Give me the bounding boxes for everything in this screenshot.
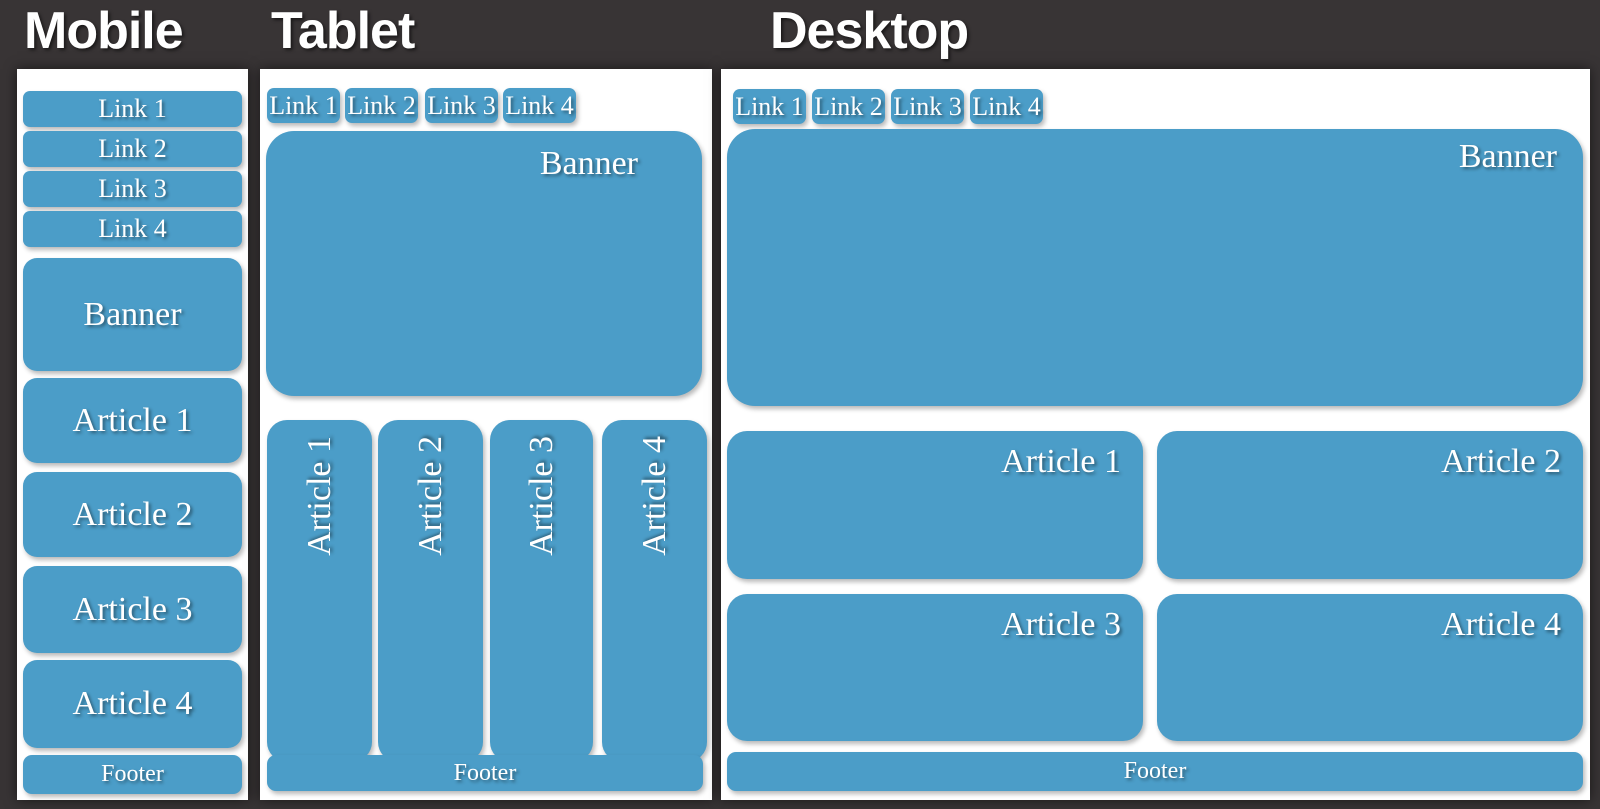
tablet-title: Tablet xyxy=(271,2,415,60)
desktop-link-2-label: Link 2 xyxy=(814,91,883,121)
mobile-banner-label: Banner xyxy=(83,295,182,333)
mobile-article-4-label: Article 4 xyxy=(72,685,193,722)
desktop-article-3-label: Article 3 xyxy=(1001,606,1121,643)
tablet-article-2-label: Article 2 xyxy=(411,436,449,556)
mobile-link-3: Link 3 xyxy=(23,171,242,207)
desktop-link-3: Link 3 xyxy=(891,89,964,124)
desktop-title: Desktop xyxy=(770,2,969,60)
tablet-article-1: Article 1 xyxy=(267,420,372,762)
desktop-banner: Banner xyxy=(727,129,1583,406)
mobile-title: Mobile xyxy=(24,2,184,60)
mobile-link-2: Link 2 xyxy=(23,131,242,167)
tablet-banner: Banner xyxy=(266,131,702,396)
desktop-article-2: Article 2 xyxy=(1157,431,1583,579)
tablet-link-2-label: Link 2 xyxy=(347,90,416,120)
desktop-link-1-label: Link 1 xyxy=(735,91,804,121)
desktop-link-4: Link 4 xyxy=(970,89,1043,124)
desktop-article-2-label: Article 2 xyxy=(1441,443,1561,480)
desktop-article-4: Article 4 xyxy=(1157,594,1583,741)
mobile-link-1: Link 1 xyxy=(23,91,242,127)
tablet-article-4: Article 4 xyxy=(602,420,707,762)
mobile-article-4: Article 4 xyxy=(23,660,242,748)
tablet-link-3-label: Link 3 xyxy=(427,90,496,120)
desktop-article-1: Article 1 xyxy=(727,431,1143,579)
tablet-article-4-label: Article 4 xyxy=(635,436,673,556)
tablet-link-1-label: Link 1 xyxy=(269,90,338,120)
tablet-article-3: Article 3 xyxy=(490,420,593,762)
desktop-article-3: Article 3 xyxy=(727,594,1143,741)
mobile-link-3-label: Link 3 xyxy=(98,174,167,203)
desktop-article-1-label: Article 1 xyxy=(1001,443,1121,480)
tablet-footer: Footer xyxy=(267,755,703,791)
desktop-link-2: Link 2 xyxy=(812,89,885,124)
mobile-banner: Banner xyxy=(23,258,242,371)
desktop-banner-label: Banner xyxy=(1458,138,1557,175)
desktop-panel: Link 1 Link 2 Link 3 Link 4 Banner Artic… xyxy=(721,69,1590,800)
mobile-footer-label: Footer xyxy=(101,761,164,787)
tablet-article-1-label: Article 1 xyxy=(300,436,338,556)
desktop-link-1: Link 1 xyxy=(733,89,806,124)
mobile-article-1-label: Article 1 xyxy=(72,401,193,439)
desktop-article-4-label: Article 4 xyxy=(1441,606,1561,643)
tablet-article-3-label: Article 3 xyxy=(522,436,560,556)
desktop-footer-label: Footer xyxy=(1123,758,1187,784)
mobile-link-1-label: Link 1 xyxy=(98,94,167,123)
mobile-link-2-label: Link 2 xyxy=(98,134,167,163)
tablet-link-1: Link 1 xyxy=(267,88,340,123)
tablet-footer-label: Footer xyxy=(453,759,517,786)
mobile-panel: Link 1 Link 2 Link 3 Link 4 Banner Artic… xyxy=(17,69,248,800)
desktop-link-3-label: Link 3 xyxy=(893,91,962,121)
tablet-article-2: Article 2 xyxy=(378,420,483,762)
tablet-link-2: Link 2 xyxy=(345,88,418,123)
desktop-link-4-label: Link 4 xyxy=(972,91,1041,121)
mobile-article-3-label: Article 3 xyxy=(72,590,193,628)
tablet-link-4: Link 4 xyxy=(503,88,576,123)
tablet-banner-label: Banner xyxy=(539,145,638,182)
tablet-link-3: Link 3 xyxy=(425,88,498,123)
mobile-article-2: Article 2 xyxy=(23,472,242,557)
mobile-article-2-label: Article 2 xyxy=(72,495,193,533)
mobile-article-3: Article 3 xyxy=(23,566,242,653)
mobile-article-1: Article 1 xyxy=(23,378,242,463)
desktop-footer: Footer xyxy=(727,752,1583,791)
tablet-panel: Link 1 Link 2 Link 3 Link 4 Banner Artic… xyxy=(260,69,712,800)
mobile-link-4: Link 4 xyxy=(23,211,242,247)
mobile-link-4-label: Link 4 xyxy=(98,214,167,243)
mobile-footer: Footer xyxy=(23,755,242,794)
tablet-link-4-label: Link 4 xyxy=(505,90,574,120)
